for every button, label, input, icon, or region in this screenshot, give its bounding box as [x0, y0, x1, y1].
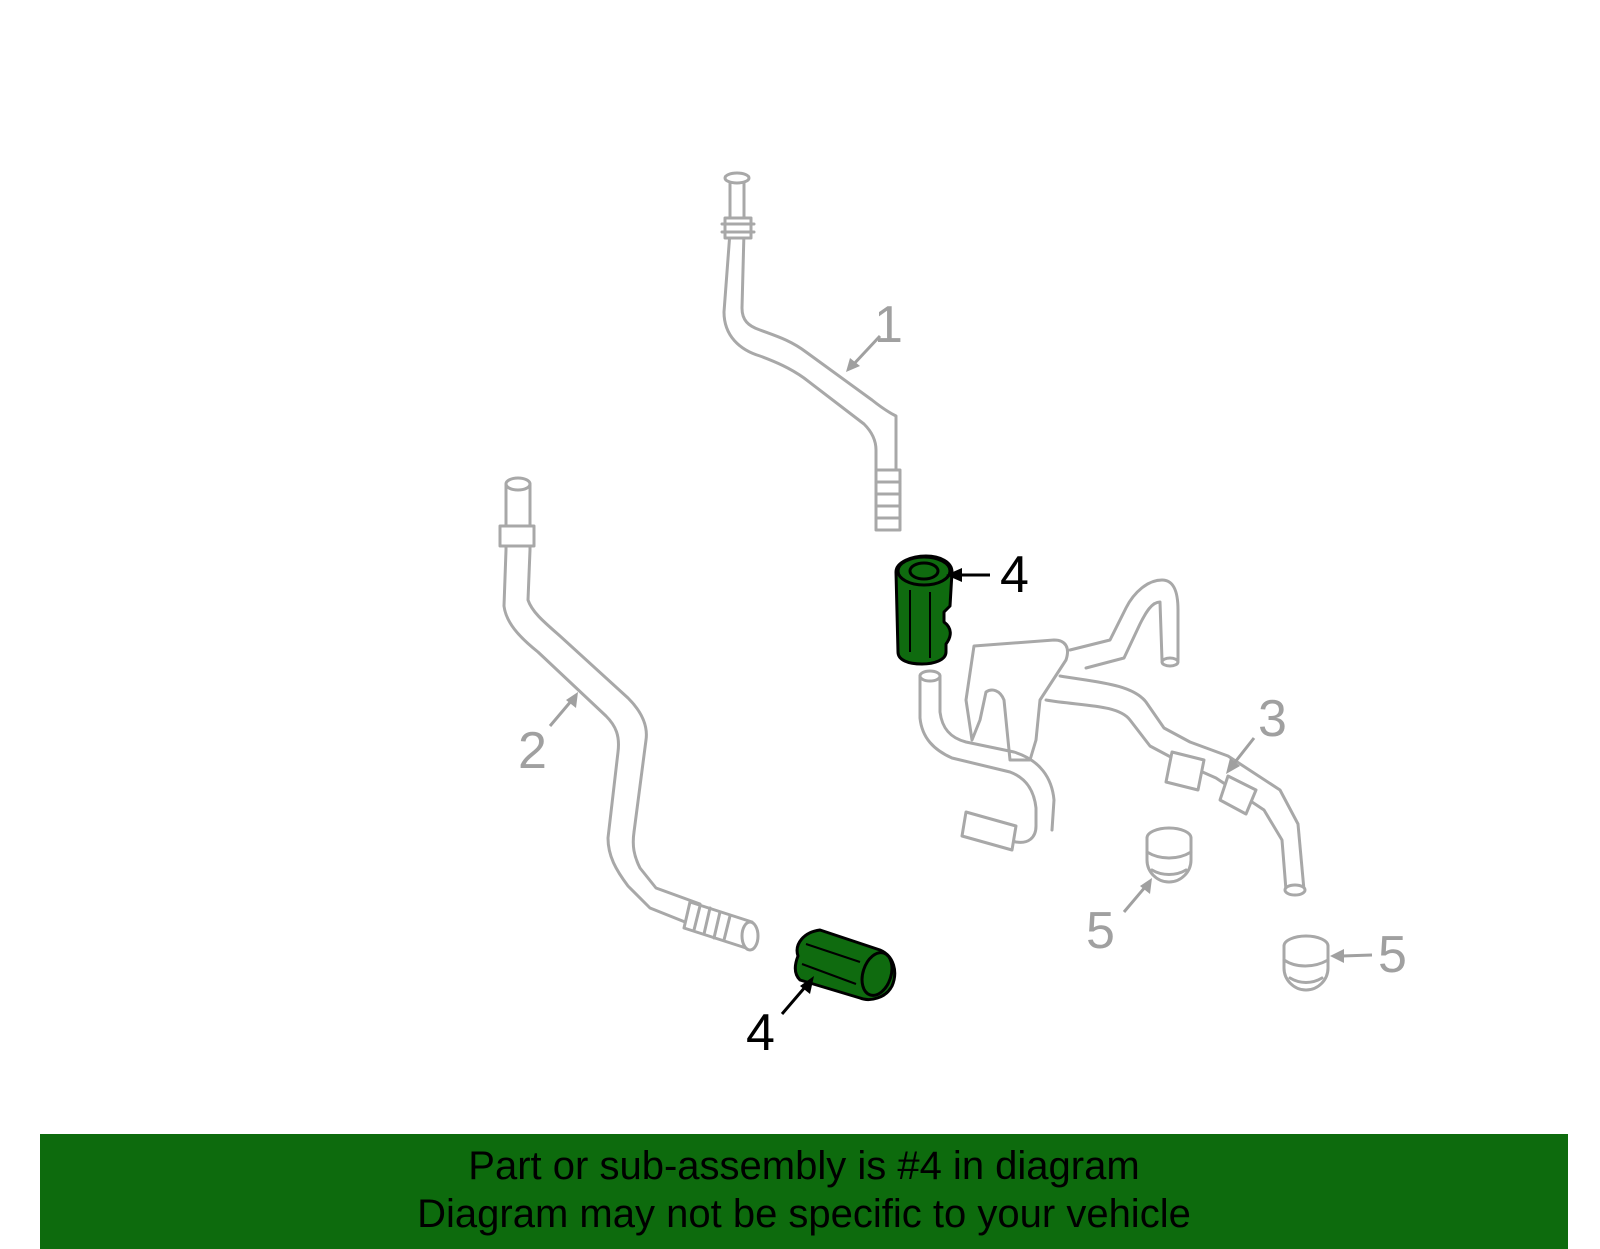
callout-label-1: 1: [874, 296, 903, 354]
callout-label-3: 3: [1258, 690, 1287, 748]
hose-part-2[interactable]: [498, 476, 760, 952]
bushing-part-4-lower[interactable]: [793, 928, 897, 1001]
callout-label-2: 2: [518, 722, 547, 780]
bushing-part-4-upper[interactable]: [894, 554, 954, 666]
hose-part-1[interactable]: [720, 171, 902, 532]
arrow-callout-2: [548, 692, 578, 727]
footer-line-part-number: Part or sub-assembly is #4 in diagram: [468, 1144, 1140, 1188]
callout-label-4-lower: 4: [746, 1004, 775, 1062]
footer-banner: Part or sub-assembly is #4 in diagram Di…: [40, 1134, 1568, 1249]
arrow-callout-5-upper: [1122, 878, 1152, 913]
callout-label-4-upper: 4: [1000, 546, 1029, 604]
hose-part-3[interactable]: [918, 578, 1307, 897]
callout-label-5-lower: 5: [1378, 926, 1407, 984]
arrow-callout-4-upper: [946, 568, 990, 582]
grommet-part-5-upper[interactable]: [1145, 826, 1193, 884]
footer-line-disclaimer: Diagram may not be specific to your vehi…: [417, 1192, 1191, 1236]
arrow-callout-5-lower: [1330, 949, 1373, 963]
arrow-callout-4-lower: [780, 976, 814, 1015]
callout-label-5-upper: 5: [1086, 902, 1115, 960]
arrow-callout-3: [1226, 737, 1256, 774]
arrow-callout-1: [846, 334, 882, 372]
grommet-part-5-lower[interactable]: [1282, 934, 1330, 992]
